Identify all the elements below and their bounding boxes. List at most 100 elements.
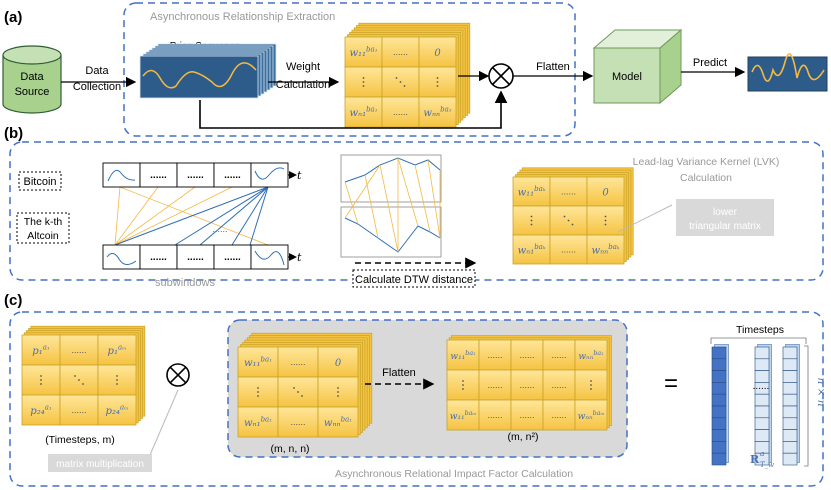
altcoin-sequence: ..................t: [102, 244, 302, 270]
vertical-dot: [337, 391, 339, 393]
altcoin-box: [16, 212, 70, 244]
lower-callout-line: [617, 204, 673, 233]
sequence-layer: [139, 55, 259, 99]
matrix-cell: [237, 406, 279, 438]
blue-lag-line: [249, 186, 269, 246]
t-label: t: [297, 169, 302, 182]
vertical-dot: [257, 391, 259, 393]
vertical-dot: [590, 380, 592, 382]
matrix-cell: [512, 234, 551, 265]
r-sub: T_w: [760, 461, 774, 469]
subwindow-dots: ......: [150, 252, 167, 263]
diagonal-dot: [301, 395, 303, 397]
column-cell: [711, 358, 727, 371]
column-cell: [711, 346, 727, 360]
column-cell: [754, 358, 770, 371]
vertical-dot: [362, 77, 365, 79]
subwindow-dots: ......: [187, 252, 204, 263]
matrix-cell: [277, 406, 319, 438]
cell-dots: ......: [290, 417, 305, 427]
matrix-cell: [574, 399, 608, 431]
vertical-dot: [436, 81, 439, 83]
vertical-dot: [462, 388, 464, 390]
column-cell: [711, 452, 727, 466]
subwindow-cell: [176, 244, 215, 270]
cell-top-right: 0: [434, 48, 441, 59]
diagonal-dot: [395, 77, 398, 79]
subwindow-curve: [107, 169, 136, 182]
vertical-dot: [604, 223, 607, 226]
matmul-callout-line: [149, 389, 179, 456]
column-cell: [754, 417, 770, 430]
cell-top-left: w₁₁baₖ: [518, 185, 546, 199]
matrix-cell: [381, 96, 420, 128]
column-cell: [782, 405, 798, 419]
matrix-cell: [510, 369, 544, 401]
vertical-dot: [116, 379, 118, 381]
subwindow-curve: [254, 167, 285, 180]
matmul-box: [48, 454, 152, 472]
matrix-cell: [542, 369, 576, 401]
vertical-dot: [40, 383, 42, 385]
column-cell: [754, 346, 770, 360]
cell-dots: ......: [487, 380, 502, 390]
column-cell: [711, 370, 727, 383]
matrix-cell: [344, 96, 383, 128]
impact-factor-group-title: Asynchronous Relational Impact Factor Ca…: [335, 468, 573, 480]
column-cell: [711, 417, 727, 430]
matrix-cell: [317, 346, 359, 378]
orange-lag-line: [114, 186, 196, 246]
blue-lag-line: [199, 186, 269, 246]
vertical-dot: [530, 215, 533, 218]
column-cell: [711, 382, 727, 395]
subwindow-curve: [106, 253, 137, 265]
diagonal-dot: [399, 81, 402, 83]
column-cell: [782, 441, 798, 454]
predict-label: Predict: [693, 57, 727, 69]
subwindow-cell: [139, 162, 178, 188]
vertical-dot: [436, 77, 439, 79]
column-cell: [782, 417, 798, 430]
cell-top-left: w₁₁ba₁: [450, 350, 475, 362]
cell-bottom-right: wₙₙbaₘ: [578, 410, 605, 422]
result-columns: [711, 344, 800, 466]
extraction-group-title: Asynchronous Relationship Extraction: [150, 11, 335, 23]
cell-bottom-right: p₂₄aₘ: [106, 404, 129, 418]
extraction-group-box: [123, 2, 576, 137]
matrix-cell: [97, 394, 137, 426]
vertical-dot: [257, 387, 259, 389]
vertical-dot: [116, 383, 118, 385]
matrix-cell: [586, 176, 625, 207]
flatten-label-c: Flatten: [382, 367, 416, 379]
column-cell: [782, 382, 798, 395]
lead-lag-lines: [114, 186, 269, 246]
diagonal-dot: [563, 215, 566, 218]
blue-lag-line: [231, 186, 269, 246]
matrix-cell: [418, 96, 457, 128]
diagonal-dot: [571, 223, 574, 226]
subwindow-sequences: ..................t..................t..…: [102, 162, 302, 270]
cell-dots: ......: [519, 380, 534, 390]
dtw-plot: [340, 154, 442, 258]
blue-lag-line: [174, 186, 269, 246]
column-cell: [754, 452, 770, 466]
blue-lag-line: [114, 186, 269, 246]
orange-lag-line: [114, 186, 121, 246]
cell-dots: ......: [561, 187, 576, 197]
cell-top-right: 0: [335, 358, 342, 369]
subwindow-dots: ......: [224, 170, 241, 181]
bitcoin-sequence: ..................t: [102, 162, 302, 188]
lower-label-2: triangular matrix: [689, 221, 761, 232]
subwindow-cell: [102, 244, 141, 270]
cell-top-left: w₁₁ba₁: [349, 46, 377, 60]
column-cell: [754, 405, 770, 419]
vertical-dot: [257, 395, 259, 397]
timesteps-bracket: [710, 337, 807, 344]
diagonal-dot: [293, 387, 295, 389]
cell-dots: ......: [519, 410, 534, 420]
cell-bottom-left: p₂₄a₁: [30, 404, 52, 418]
